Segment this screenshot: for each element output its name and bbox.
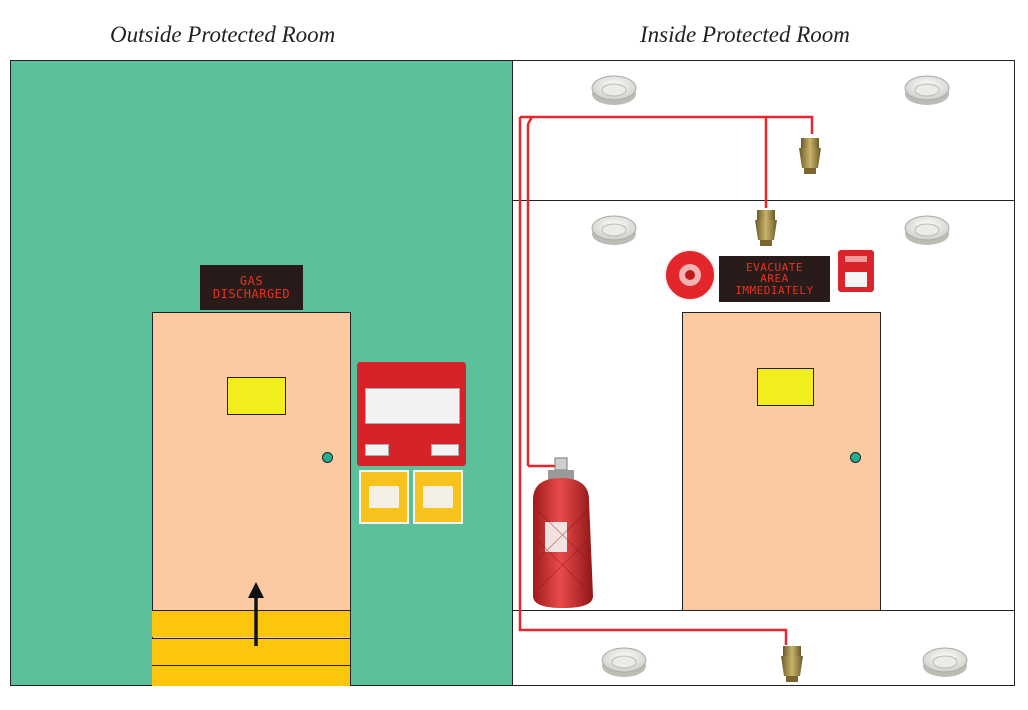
outside-door-knob xyxy=(322,452,333,463)
sign-line: EVACUATE xyxy=(746,260,803,274)
discharge-nozzle-icon xyxy=(799,138,821,174)
sign-line: IMMEDIATELY xyxy=(735,283,814,297)
control-panel-display xyxy=(365,388,460,424)
discharge-nozzle-icon xyxy=(755,210,777,246)
stair-step xyxy=(152,638,350,665)
discharge-nozzle-icon xyxy=(781,646,803,682)
smoke-detector-icon xyxy=(904,215,950,246)
sign-line: GAS xyxy=(239,273,264,288)
manual-release-station-icon xyxy=(359,470,409,524)
strobe-sounder-icon xyxy=(838,250,874,292)
abort-switch-icon xyxy=(413,470,463,524)
smoke-detector-icon xyxy=(591,75,637,106)
control-panel-label xyxy=(431,444,459,456)
smoke-detector-icon xyxy=(601,647,647,678)
fire-control-panel-icon xyxy=(357,362,466,466)
agent-cylinder-icon xyxy=(533,457,593,608)
outside-door-window xyxy=(227,377,286,415)
inside-door-knob xyxy=(850,452,861,463)
stair-step xyxy=(152,665,350,686)
ceiling-void-divider xyxy=(512,200,1015,201)
pipe-segment xyxy=(520,115,814,134)
inside-door-window xyxy=(757,368,814,406)
pipe-segment xyxy=(526,116,534,125)
pipework xyxy=(518,115,814,645)
sign-line: AREA xyxy=(760,272,789,286)
inside-room-title: Inside Protected Room xyxy=(640,22,850,47)
smoke-detector-icon xyxy=(922,647,968,678)
evacuate-area-sign: EVACUATE AREA IMMEDIATELY xyxy=(719,256,830,302)
gas-discharged-sign: GAS DISCHARGED xyxy=(200,265,303,310)
pipe-segment xyxy=(518,117,788,645)
smoke-detector-icon xyxy=(591,215,637,246)
outside-room-title: Outside Protected Room xyxy=(110,22,336,47)
smoke-detector-icon xyxy=(904,75,950,106)
stair-step xyxy=(152,610,350,637)
sign-line: DISCHARGED xyxy=(212,286,291,301)
control-panel-label xyxy=(365,444,389,456)
inside-door xyxy=(682,312,881,611)
alarm-bell-icon xyxy=(664,249,716,301)
up-arrow-icon xyxy=(248,582,264,646)
